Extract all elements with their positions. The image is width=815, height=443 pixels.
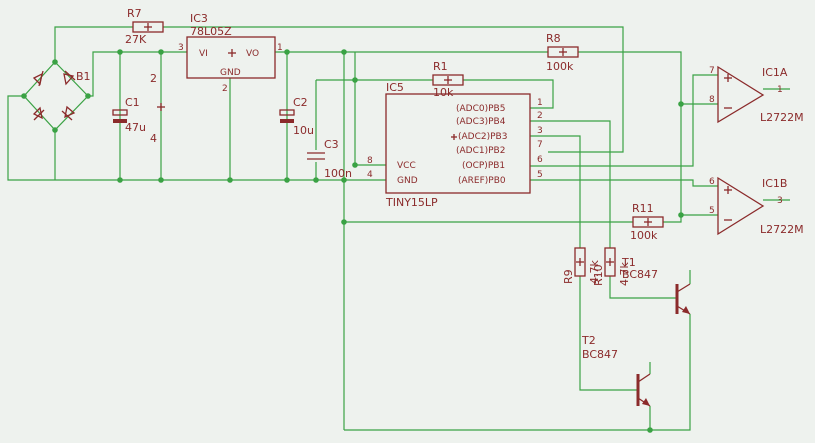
ic5-pin-label: (ADC3)PB4 xyxy=(456,117,506,127)
ic5-pin-num: 1 xyxy=(537,98,543,108)
bridge-rectifier-b1: B1 xyxy=(32,70,91,121)
ic1b-ref: IC1B xyxy=(762,177,787,190)
t1-ref: T1 xyxy=(621,256,636,269)
junctions xyxy=(21,49,684,433)
ic1b-pin-out: 3 xyxy=(777,196,783,206)
wires xyxy=(7,26,790,431)
c2-ref: C2 xyxy=(293,96,308,109)
ic5-vcc-pin: 8 xyxy=(367,156,373,166)
regulator-ic3: IC3 78L05Z VI VO GND 3 1 2 xyxy=(178,12,283,94)
ic5-pin-num: 7 xyxy=(537,140,543,150)
ic5-pin-label: (OCP)PB1 xyxy=(462,161,505,171)
resistor-r10: R10 4.7k xyxy=(592,247,631,286)
pin-marks-2-4: 2 4 xyxy=(150,72,165,145)
r11-value: 100k xyxy=(630,229,658,242)
r10-ref: R10 xyxy=(592,264,605,286)
ic5-pin-num: 6 xyxy=(537,155,543,165)
capacitor-c1: C1 47u xyxy=(112,96,146,134)
opamp-ic1a: IC1A L2722M 7 8 1 xyxy=(709,65,804,124)
ic3-vo: VO xyxy=(246,49,259,59)
resistor-r9: R9 4.7k xyxy=(562,247,601,284)
r9-value: 4.7k xyxy=(588,260,601,284)
bridge-ref: B1 xyxy=(76,70,91,83)
ic1b-pin-n: 5 xyxy=(709,206,715,216)
mark-4: 4 xyxy=(150,132,157,145)
ic3-pin-gnd: 2 xyxy=(222,84,228,94)
r8-ref: R8 xyxy=(546,32,561,45)
ic5-pin-num: 2 xyxy=(537,111,543,121)
ic1a-pin-n: 8 xyxy=(709,95,715,105)
resistor-r8: R8 100k xyxy=(546,32,579,73)
resistor-r1: R1 10k xyxy=(432,60,464,99)
ic3-gnd: GND xyxy=(220,68,241,78)
c1-ref: C1 xyxy=(125,96,140,109)
resistor-r11: R11 100k xyxy=(630,202,664,242)
opamp-ic1b: IC1B L2722M 6 5 3 xyxy=(709,176,804,236)
ic1a-pin-p: 7 xyxy=(709,66,715,76)
c3-value: 100n xyxy=(324,167,352,180)
ic5-pin-label: (ADC1)PB2 xyxy=(456,146,505,156)
transistor-t1: T1 BC847 xyxy=(621,256,691,315)
r11-ref: R11 xyxy=(632,202,654,215)
ic3-pin-out: 1 xyxy=(277,43,283,53)
t1-part: BC847 xyxy=(622,268,658,281)
ic1a-pin-out: 1 xyxy=(777,85,783,95)
microcontroller-ic5: IC5 TINY15LP VCC GND 8 4 (ADC0)PB5 1 (AD… xyxy=(367,81,543,209)
ic3-ref: IC3 xyxy=(190,12,208,25)
ic3-vi: VI xyxy=(199,49,208,59)
r10-value: 4.7k xyxy=(618,262,631,286)
capacitor-c2: C2 10u xyxy=(279,96,314,137)
ic5-gnd: GND xyxy=(397,176,418,186)
ic5-pin-label: (ADC2)PB3 xyxy=(458,132,507,142)
r7-ref: R7 xyxy=(127,7,142,20)
capacitor-c3: C3 100n xyxy=(307,138,352,180)
r7-value: 27K xyxy=(125,33,147,46)
resistor-r7: R7 27K xyxy=(125,7,164,46)
transistor-t2: T2 BC847 xyxy=(581,334,651,407)
ic1b-part: L2722M xyxy=(760,223,804,236)
ic5-pin-label: (AREF)PB0 xyxy=(458,176,506,186)
mark-2: 2 xyxy=(150,72,157,85)
ic1a-part: L2722M xyxy=(760,111,804,124)
t2-part: BC847 xyxy=(582,348,618,361)
c2-value: 10u xyxy=(293,124,314,137)
c3-ref: C3 xyxy=(324,138,339,151)
ic5-ref: IC5 xyxy=(386,81,404,94)
ic5-vcc: VCC xyxy=(397,161,416,171)
r9-ref: R9 xyxy=(562,269,575,284)
ic5-gnd-pin: 4 xyxy=(367,170,373,180)
ic1b-pin-p: 6 xyxy=(709,177,715,187)
ic3-pin-in: 3 xyxy=(178,43,184,53)
ic1a-ref: IC1A xyxy=(762,66,788,79)
ic5-pin-num: 5 xyxy=(537,170,543,180)
ic5-pin-label: (ADC0)PB5 xyxy=(456,104,505,114)
r1-ref: R1 xyxy=(433,60,448,73)
r1-value: 10k xyxy=(433,86,454,99)
ic3-part: 78L05Z xyxy=(190,25,232,38)
ic5-part: TINY15LP xyxy=(385,196,438,209)
c1-value: 47u xyxy=(125,121,146,134)
t2-ref: T2 xyxy=(581,334,596,347)
ic5-pin-num: 3 xyxy=(537,126,543,136)
r8-value: 100k xyxy=(546,60,574,73)
